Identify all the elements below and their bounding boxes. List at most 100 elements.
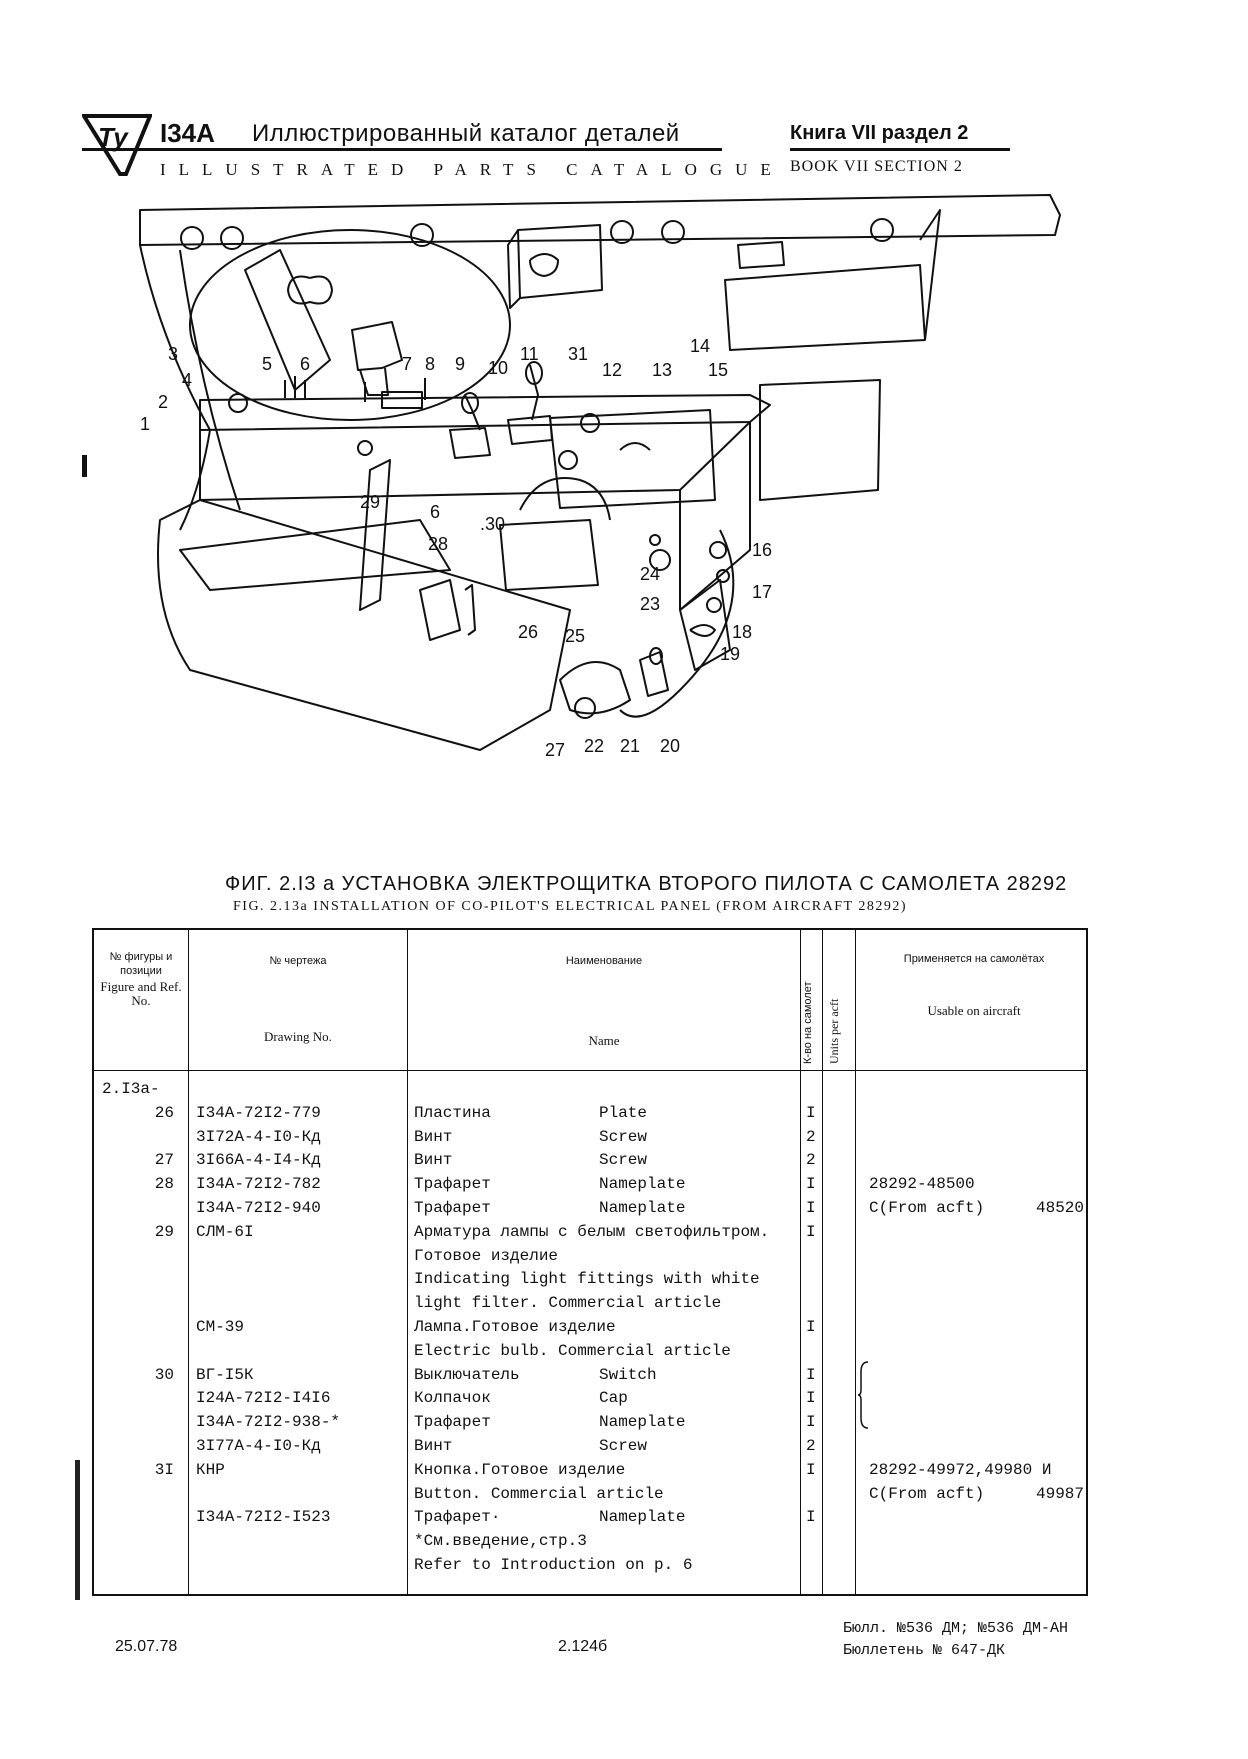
row-ref: 26 bbox=[154, 1103, 174, 1122]
row-units: I bbox=[806, 1175, 816, 1194]
row-name-ru: Refer to Introduction on p. 6 bbox=[414, 1556, 693, 1574]
row-name-ru: Пластина bbox=[414, 1103, 491, 1122]
row-drawing-number: I34A-72I2-940 bbox=[196, 1199, 321, 1217]
callout-6b: 6 bbox=[430, 502, 440, 522]
catalogue-title-en: ILLUSTRATED PARTS CATALOGUE bbox=[160, 160, 784, 179]
row-name-ru: Выключатель bbox=[414, 1365, 520, 1384]
row-name-en: Screw bbox=[599, 1127, 648, 1146]
callout-11: 11 bbox=[520, 344, 539, 364]
row-ref: 2.I3а- bbox=[102, 1080, 160, 1098]
row-usable: C(From acft) bbox=[869, 1484, 985, 1503]
callout-24: 24 bbox=[640, 564, 660, 584]
callout-10: 10 bbox=[488, 358, 508, 378]
row-name-en: Screw bbox=[599, 1437, 648, 1455]
header-divider bbox=[94, 1070, 1086, 1071]
row-drawing-number: 3I77A-4-I0-Кд bbox=[196, 1437, 321, 1455]
row-ref: 28 bbox=[154, 1175, 174, 1194]
col-divider bbox=[822, 930, 823, 1594]
row-name-ru: light filter. Commercial article bbox=[414, 1294, 722, 1313]
row-units: I bbox=[806, 1389, 816, 1408]
row-name-ru: Готовое изделие bbox=[414, 1246, 559, 1265]
callout-30: .30 bbox=[480, 514, 505, 534]
col-header-fig-en: Figure and Ref. No. bbox=[100, 979, 182, 1008]
callout-23: 23 bbox=[640, 594, 660, 614]
row-name-ru: Трафарет bbox=[414, 1199, 491, 1217]
row-drawing-number: I24A-72I2-I4I6 bbox=[196, 1389, 331, 1408]
col-divider bbox=[188, 930, 189, 1594]
callout-21: 21 bbox=[620, 736, 640, 756]
col-header-drawing-ru: № чертежа bbox=[269, 955, 327, 967]
col-divider bbox=[800, 930, 801, 1594]
figure-caption-ru: ФИГ. 2.I3 а УСТАНОВКА ЭЛЕКТРОЩИТКА ВТОРО… bbox=[225, 873, 1068, 895]
bulletin-ref-1: Бюлл. №536 ДМ; №536 ДМ-АН bbox=[843, 1620, 1069, 1637]
row-name-en: Nameplate bbox=[599, 1175, 686, 1194]
row-name-ru: Electric bulb. Commercial article bbox=[414, 1341, 731, 1360]
catalogue-title-ru: Иллюстрированный каталог деталей bbox=[252, 120, 680, 147]
bulletin-ref-2: Бюллетень № 647-ДК bbox=[843, 1642, 1006, 1659]
row-drawing-number: I34A-72I2-938-* bbox=[196, 1413, 341, 1432]
row-units: I bbox=[806, 1222, 816, 1241]
row-name-ru: Лампа.Готовое изделие bbox=[414, 1318, 616, 1336]
row-name-en: Nameplate bbox=[599, 1413, 686, 1432]
row-units: I bbox=[806, 1508, 816, 1527]
row-name-ru: Трафарет· bbox=[414, 1508, 501, 1527]
callout-2: 2 bbox=[158, 392, 168, 412]
col-header-usable-en: Usable on aircraft bbox=[927, 1003, 1021, 1018]
header-rule bbox=[82, 148, 722, 151]
row-units: I bbox=[806, 1460, 816, 1479]
row-units: I bbox=[806, 1199, 816, 1217]
callout-6: 6 bbox=[300, 354, 310, 374]
row-units: 2 bbox=[806, 1437, 816, 1455]
row-name-en: Nameplate bbox=[599, 1508, 686, 1527]
row-name-ru: *См.введение,стр.3 bbox=[414, 1532, 587, 1551]
callout-28: 28 bbox=[428, 534, 448, 554]
row-units: I bbox=[806, 1413, 816, 1432]
callout-19: 19 bbox=[720, 644, 740, 664]
col-header-units-ru: К-во на самолет bbox=[802, 981, 814, 1064]
applicability-brace bbox=[858, 1361, 869, 1429]
callout-18: 18 bbox=[732, 622, 752, 642]
col-divider bbox=[407, 930, 408, 1594]
row-usable: C(From acft) bbox=[869, 1199, 985, 1217]
callout-20: 20 bbox=[660, 736, 680, 756]
col-header-name-ru: Наименование bbox=[565, 955, 643, 967]
callout-25: 25 bbox=[565, 626, 585, 646]
parts-table: № фигуры и позиции Figure and Ref. No. №… bbox=[92, 928, 1088, 1596]
row-drawing-number: 3I72A-4-I0-Кд bbox=[196, 1127, 321, 1146]
row-drawing-number: ВГ-I5К bbox=[196, 1365, 254, 1384]
callout-17: 17 bbox=[752, 582, 772, 602]
row-drawing-number: I34A-72I2-782 bbox=[196, 1175, 321, 1194]
row-usable: 28292-49972,49980 И bbox=[869, 1460, 1052, 1479]
callout-16: 16 bbox=[752, 540, 772, 560]
callout-27: 27 bbox=[545, 740, 565, 760]
row-ref: 27 bbox=[154, 1151, 174, 1170]
model-number: I34A bbox=[160, 118, 215, 148]
col-header-drawing-en: Drawing No. bbox=[264, 1029, 332, 1044]
row-units: I bbox=[806, 1318, 816, 1336]
callout-5: 5 bbox=[262, 354, 272, 374]
book-section-ru: Книга VII раздел 2 bbox=[790, 122, 969, 144]
row-name-en: Switch bbox=[599, 1365, 657, 1384]
row-name-ru: Трафарет bbox=[414, 1413, 491, 1432]
row-name-en: Nameplate bbox=[599, 1199, 686, 1217]
row-name-ru: Button. Commercial article bbox=[414, 1484, 664, 1503]
callout-15: 15 bbox=[708, 360, 728, 380]
book-section-en: BOOK VII SECTION 2 bbox=[790, 158, 963, 175]
callout-4: 4 bbox=[182, 370, 192, 390]
col-header-units-en: Units per acft bbox=[827, 998, 841, 1064]
callout-31: 31 bbox=[568, 344, 588, 364]
callout-1: 1 bbox=[140, 414, 150, 434]
panel-illustration: 1 2 3 4 5 6 7 8 9 10 11 31 12 13 15 14 1… bbox=[139, 194, 1061, 760]
row-name-en: Cap bbox=[599, 1389, 628, 1408]
row-name-ru: Колпачок bbox=[414, 1389, 491, 1408]
row-name-en: Plate bbox=[599, 1103, 648, 1122]
col-header-usable-ru: Применяется на самолётах bbox=[903, 953, 1045, 965]
row-drawing-number: КНР bbox=[196, 1460, 225, 1479]
callout-22: 22 bbox=[584, 736, 604, 756]
callout-14: 14 bbox=[690, 336, 710, 356]
row-name-ru: Винт bbox=[414, 1151, 453, 1170]
row-ref: 3I bbox=[154, 1460, 174, 1479]
book-rule bbox=[790, 148, 1010, 151]
callout-29: 29 bbox=[360, 492, 380, 512]
row-name-ru: Винт bbox=[414, 1437, 453, 1455]
